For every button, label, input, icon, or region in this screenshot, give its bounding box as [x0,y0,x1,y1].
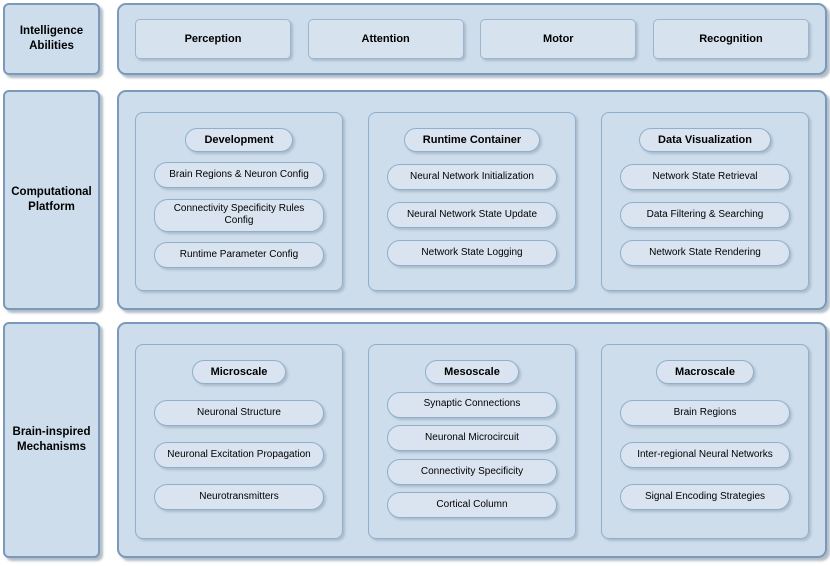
ability-box-perception: Perception [135,19,291,59]
row-intelligence-abilities: Intelligence Abilities Perception Attent… [3,3,827,75]
item-pill-connectivity-specificity-rules-config: Connectivity Specificity Rules Config [154,198,324,232]
item-pill-synaptic-connections: Synaptic Connections [387,391,557,418]
group-items-mesoscale: Synaptic Connections Neuronal Microcircu… [379,384,565,528]
item-pill-neuronal-microcircuit: Neuronal Microcircuit [387,425,557,452]
item-pill-cortical-column: Cortical Column [387,492,557,519]
ability-box-recognition: Recognition [652,19,809,59]
container-computational-platform: Development Brain Regions & Neuron Confi… [117,90,827,310]
group-title-development: Development [185,128,293,152]
item-pill-data-filtering-searching: Data Filtering & Searching [620,202,790,228]
label-box-intelligence-abilities: Intelligence Abilities [3,3,100,75]
group-macroscale: Macroscale Brain Regions Inter-regional … [601,344,809,539]
item-pill-neurotransmitters: Neurotransmitters [154,484,324,510]
ability-box-attention: Attention [307,19,464,59]
item-pill-neuronal-structure: Neuronal Structure [154,400,324,426]
group-items-macroscale: Brain Regions Inter-regional Neural Netw… [612,384,798,528]
item-pill-neural-network-initialization: Neural Network Initialization [387,164,557,190]
group-title-data-visualization: Data Visualization [639,128,771,152]
item-pill-network-state-logging: Network State Logging [387,240,557,266]
item-pill-neuronal-excitation-propagation: Neuronal Excitation Propagation [154,442,324,468]
group-runtime-container: Runtime Container Neural Network Initial… [368,112,576,291]
label-box-computational-platform: Computational Platform [3,90,100,310]
item-pill-brain-regions: Brain Regions [620,400,790,426]
group-items-runtime-container: Neural Network Initialization Neural Net… [379,152,565,280]
item-pill-runtime-parameter-config: Runtime Parameter Config [154,241,324,268]
item-pill-signal-encoding-strategies: Signal Encoding Strategies [620,484,790,510]
item-pill-network-state-rendering: Network State Rendering [620,240,790,266]
group-microscale: Microscale Neuronal Structure Neuronal E… [135,344,343,539]
container-brain-inspired-mechanisms: Microscale Neuronal Structure Neuronal E… [117,322,827,558]
group-title-runtime-container: Runtime Container [403,128,541,152]
item-pill-neural-network-state-update: Neural Network State Update [387,202,557,228]
group-title-microscale: Microscale [191,360,287,384]
group-development: Development Brain Regions & Neuron Confi… [135,112,343,291]
group-items-microscale: Neuronal Structure Neuronal Excitation P… [146,384,332,528]
item-pill-inter-regional-neural-networks: Inter-regional Neural Networks [620,442,790,468]
row-brain-inspired-mechanisms: Brain-inspired Mechanisms Microscale Neu… [3,322,827,558]
group-items-data-visualization: Network State Retrieval Data Filtering &… [612,152,798,280]
group-title-macroscale: Macroscale [656,360,754,384]
row-computational-platform: Computational Platform Development Brain… [3,90,827,310]
item-pill-network-state-retrieval: Network State Retrieval [620,164,790,190]
ability-box-motor: Motor [480,19,637,59]
group-title-mesoscale: Mesoscale [425,360,519,384]
label-box-brain-inspired-mechanisms: Brain-inspired Mechanisms [3,322,100,558]
item-pill-connectivity-specificity: Connectivity Specificity [387,458,557,485]
group-items-development: Brain Regions & Neuron Config Connectivi… [146,152,332,280]
item-pill-brain-regions-neuron-config: Brain Regions & Neuron Config [154,162,324,189]
container-intelligence-abilities: Perception Attention Motor Recognition [117,3,827,75]
group-data-visualization: Data Visualization Network State Retriev… [601,112,809,291]
group-mesoscale: Mesoscale Synaptic Connections Neuronal … [368,344,576,539]
